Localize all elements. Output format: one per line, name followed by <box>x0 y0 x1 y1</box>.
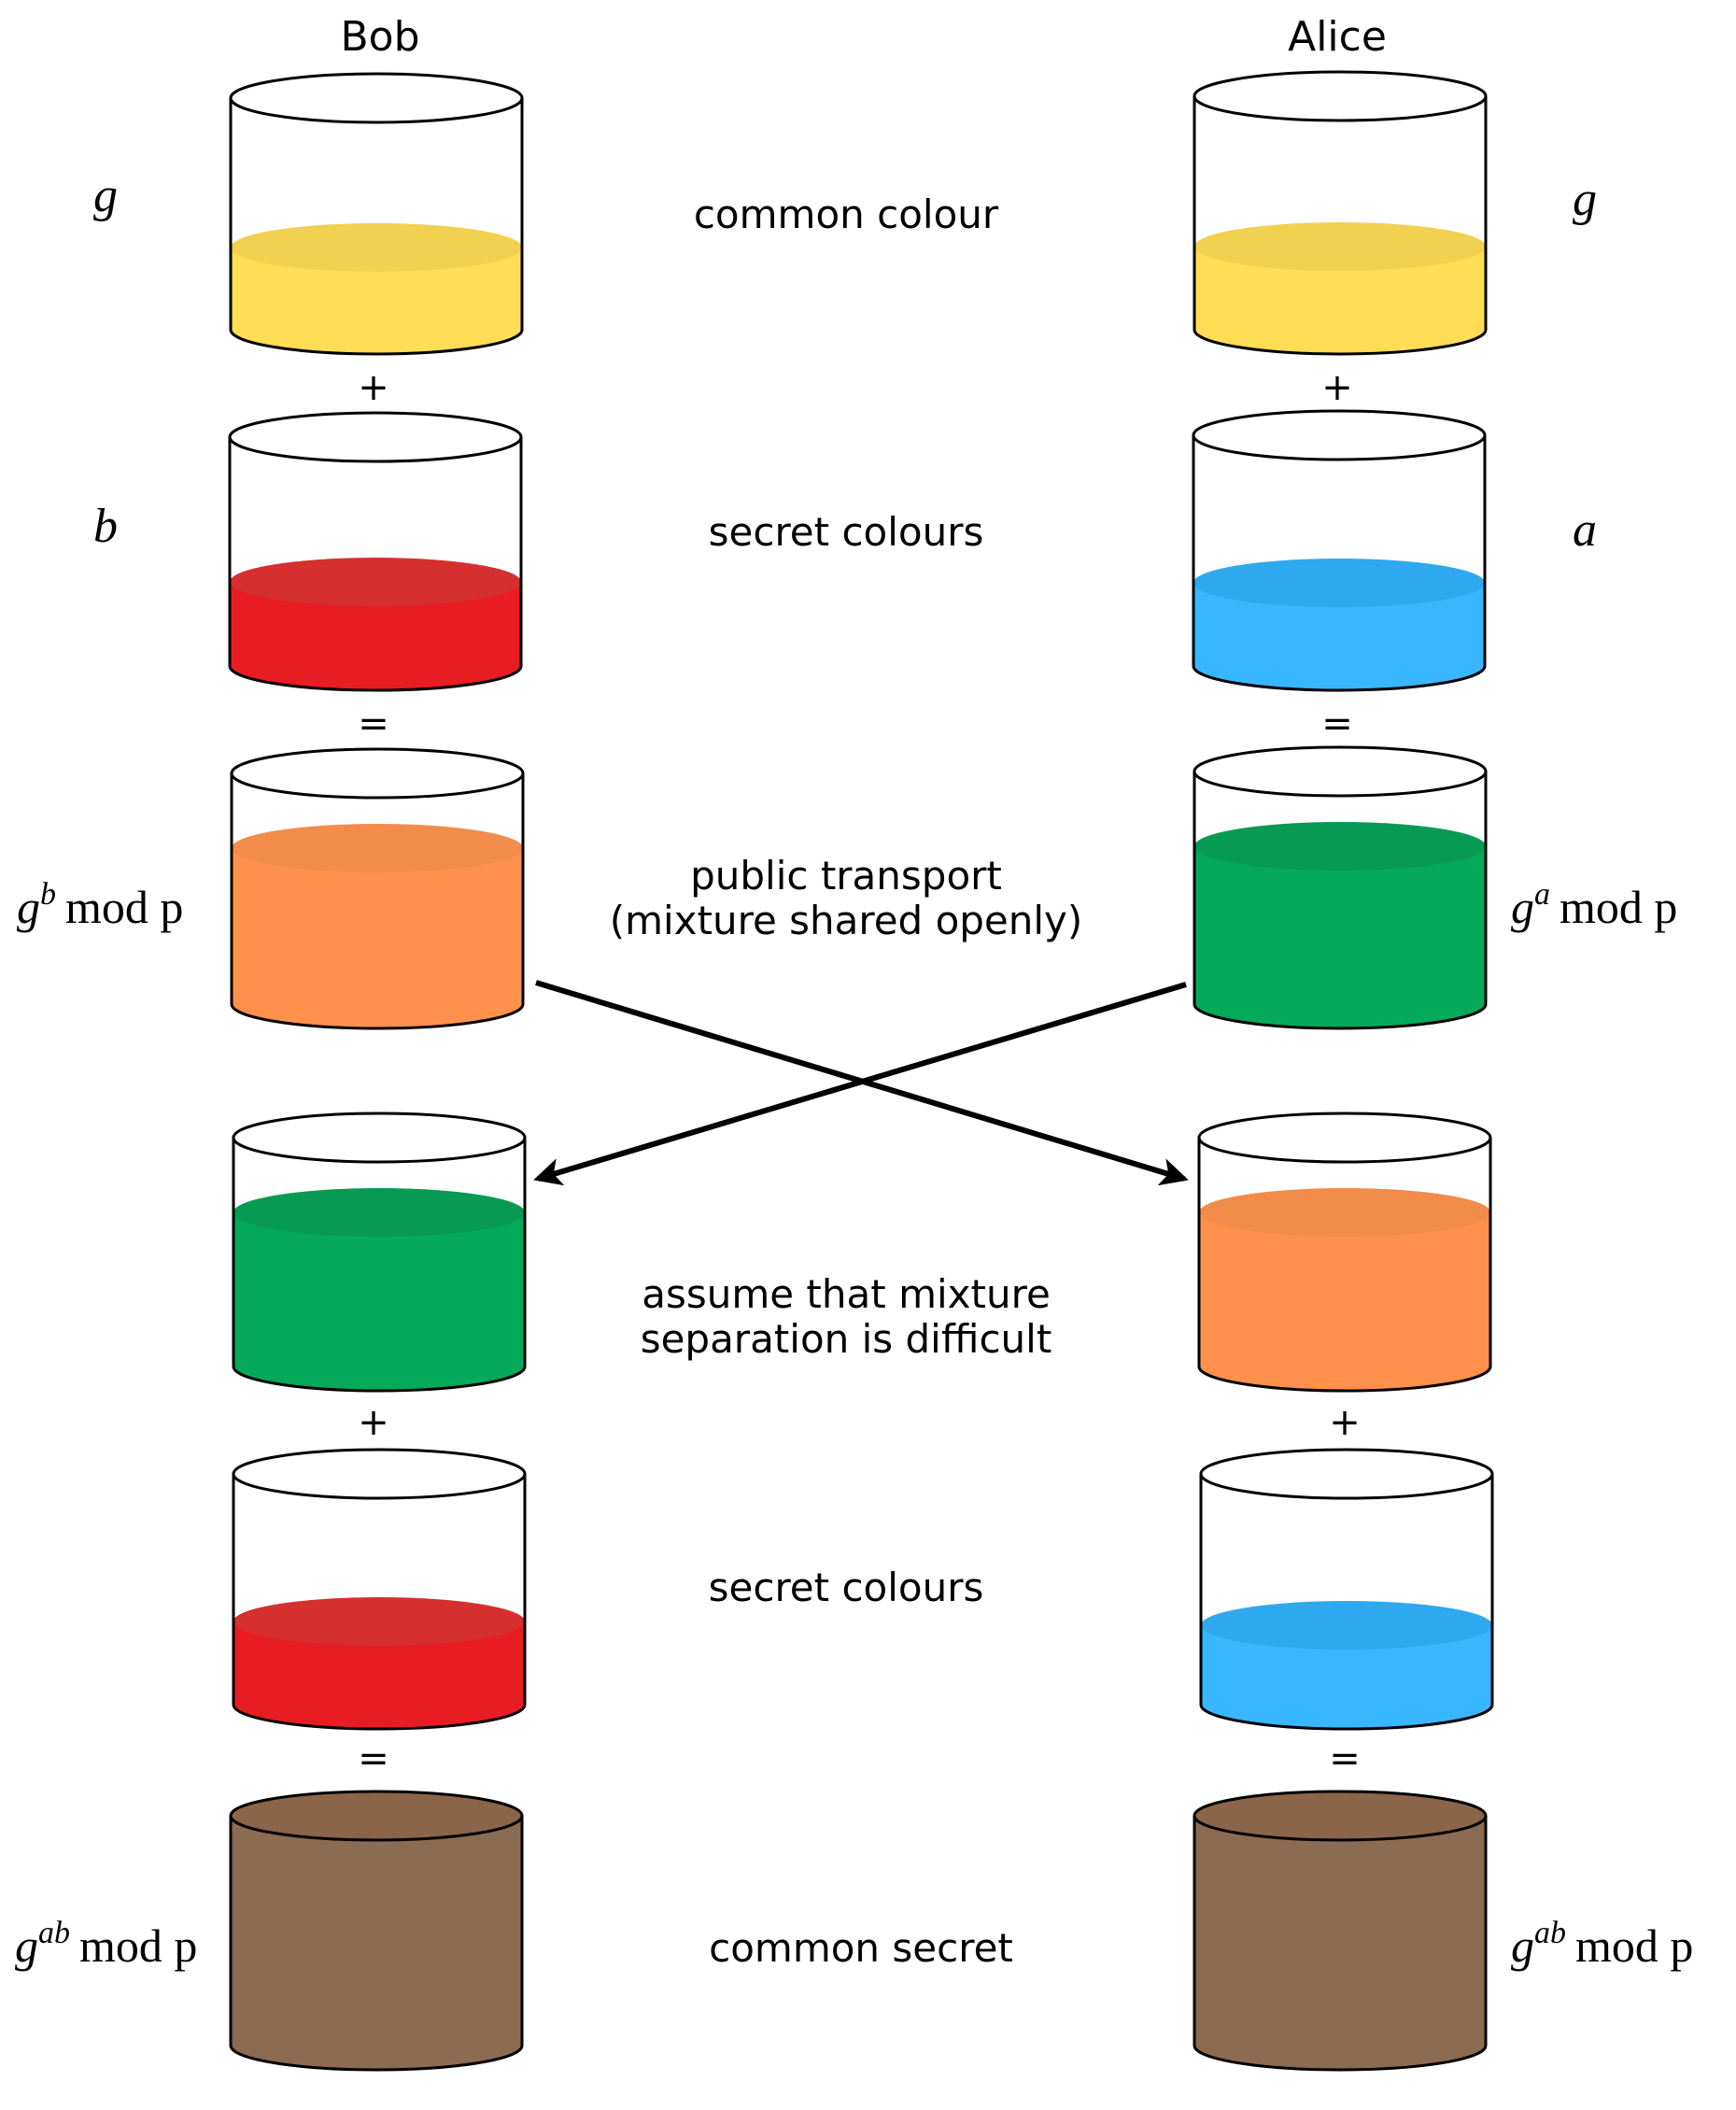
bob-secret-beaker-liquid-surface <box>230 558 521 606</box>
bob-common-colour-beaker-liquid <box>231 248 522 354</box>
bob-received-mixture-beaker-liquid-surface <box>233 1188 525 1237</box>
bob-equals-1: = <box>358 702 389 745</box>
alice-public-mixture-beaker-liquid-surface <box>1194 822 1486 871</box>
bob-common-colour-beaker <box>229 72 524 356</box>
alice-secret-beaker-liquid <box>1193 583 1485 690</box>
alice-equals-1: = <box>1321 702 1353 745</box>
bob-equals-2: = <box>358 1737 389 1780</box>
alice-received-mixture-beaker-rim <box>1197 1112 1492 1164</box>
alice-equals-2: = <box>1329 1737 1361 1780</box>
alice-secret-beaker-2-liquid <box>1201 1625 1492 1729</box>
bob-received-mixture-beaker <box>232 1112 527 1393</box>
bob-plus-2: + <box>358 1401 389 1444</box>
bob-public-suffix: mod p <box>65 881 183 933</box>
alice-secret-beaker-liquid-surface <box>1193 559 1485 607</box>
public-transport-line1: public transport <box>690 853 1002 899</box>
bob-secret-beaker-2-liquid <box>233 1621 525 1729</box>
bob-common-colour-beaker-liquid-surface <box>231 223 522 272</box>
secret-colours-label-1: secret colours <box>709 509 984 555</box>
bob-public-base: g <box>17 881 40 933</box>
bob-public-mixture-beaker-rim <box>230 747 525 800</box>
alice-received-mixture-beaker-liquid-surface <box>1199 1188 1490 1237</box>
alice-plus-2: + <box>1329 1401 1361 1444</box>
alice-plus-1: + <box>1321 366 1353 409</box>
beakers <box>228 70 1494 2072</box>
bob-secret-beaker-2-outline <box>232 1474 527 1731</box>
alice-header: Alice <box>1288 13 1387 61</box>
alice-secret-beaker-2-rim <box>1199 1448 1494 1500</box>
common-secret-label: common secret <box>709 1925 1013 1971</box>
alice-public-mixture-beaker-rim <box>1193 745 1488 798</box>
alice-secret-beaker-rim <box>1192 409 1487 461</box>
alice-public-suffix: mod p <box>1560 881 1677 933</box>
alice-secret-beaker-2-liquid-surface <box>1201 1601 1492 1650</box>
bob-final-exp: ab <box>38 1916 70 1950</box>
alice-common-colour-beaker <box>1193 70 1488 356</box>
bob-common-secret-beaker-liquid <box>231 1816 522 2070</box>
bob-public-mixture-beaker-liquid-surface <box>232 824 523 872</box>
alice-public-mixture-beaker-liquid <box>1194 846 1486 1028</box>
bob-secret-beaker-2 <box>232 1448 527 1731</box>
bob-received-mixture-beaker-rim <box>232 1112 527 1164</box>
bob-secret-beaker-2-rim <box>232 1448 527 1500</box>
bob-final-suffix: mod p <box>79 1919 197 1972</box>
alice-common-secret-beaker-rim <box>1193 1790 1488 1842</box>
bob-common-secret-beaker-rim <box>229 1790 524 1842</box>
bob-secret-beaker-rim <box>228 411 523 463</box>
bob-common-colour-beaker-outline <box>229 98 524 356</box>
alice-received-mixture-beaker-outline <box>1197 1138 1492 1393</box>
bob-public-mixture-beaker-liquid <box>232 848 523 1028</box>
alice-secret-beaker-outline <box>1192 435 1487 692</box>
bob-public-mixture-beaker-outline <box>230 773 525 1030</box>
bob-final-label: gab mod p <box>15 1916 197 1972</box>
bob-plus-1: + <box>358 366 389 409</box>
alice-common-secret-beaker <box>1193 1790 1488 2072</box>
alice-public-mixture-beaker-outline <box>1193 772 1488 1030</box>
bob-received-mixture-beaker-liquid <box>233 1212 525 1391</box>
alice-final-label: gab mod p <box>1511 1916 1693 1972</box>
bob-secret-beaker-2-liquid-surface <box>233 1597 525 1646</box>
alice-common-colour-beaker-liquid-surface <box>1194 222 1486 271</box>
bob-received-mixture-beaker-outline <box>232 1138 527 1393</box>
alice-common-colour-beaker-liquid <box>1194 247 1486 354</box>
alice-base-label: g <box>1573 173 1597 226</box>
alice-secret-beaker-2 <box>1199 1448 1494 1731</box>
alice-final-suffix: mod p <box>1575 1919 1693 1972</box>
assume-line2: separation is difficult <box>641 1316 1052 1362</box>
bob-header: Bob <box>340 13 419 61</box>
alice-secret-label: a <box>1573 503 1597 557</box>
bob-secret-beaker-outline <box>228 437 523 692</box>
bob-public-exp: b <box>40 877 56 912</box>
secret-colours-label-2: secret colours <box>709 1565 984 1610</box>
common-colour-label: common colour <box>694 191 999 237</box>
alice-common-secret-beaker-outline <box>1193 1816 1488 2072</box>
bob-final-base: g <box>15 1919 38 1972</box>
arrow-alice-to-bob <box>533 982 1187 1186</box>
alice-public-base: g <box>1511 881 1534 933</box>
alice-received-mixture-beaker <box>1197 1112 1492 1393</box>
bob-common-secret-beaker-outline <box>229 1816 524 2072</box>
bob-common-colour-beaker-rim <box>229 72 524 124</box>
bob-secret-beaker <box>228 411 523 692</box>
alice-secret-beaker-2-outline <box>1199 1474 1494 1731</box>
bob-base-label: g <box>93 169 118 222</box>
alice-final-exp: ab <box>1534 1916 1566 1950</box>
assume-line1: assume that mixture <box>642 1271 1051 1317</box>
bob-public-label: gb mod p <box>17 877 183 933</box>
alice-secret-beaker <box>1192 409 1487 692</box>
alice-public-exp: a <box>1534 877 1550 912</box>
alice-final-base: g <box>1511 1919 1534 1972</box>
public-transport-line2: (mixture shared openly) <box>610 898 1083 943</box>
alice-common-secret-beaker-liquid <box>1194 1816 1486 2070</box>
alice-common-colour-beaker-outline <box>1193 96 1488 356</box>
alice-public-label: ga mod p <box>1511 877 1677 933</box>
bob-public-mixture-beaker <box>230 747 525 1030</box>
bob-secret-label: b <box>93 500 118 553</box>
bob-common-secret-beaker <box>229 1790 524 2072</box>
alice-received-mixture-beaker-liquid <box>1199 1212 1490 1391</box>
alice-common-colour-beaker-rim <box>1193 70 1488 122</box>
bob-secret-beaker-liquid <box>230 582 521 690</box>
alice-public-mixture-beaker <box>1193 745 1488 1030</box>
